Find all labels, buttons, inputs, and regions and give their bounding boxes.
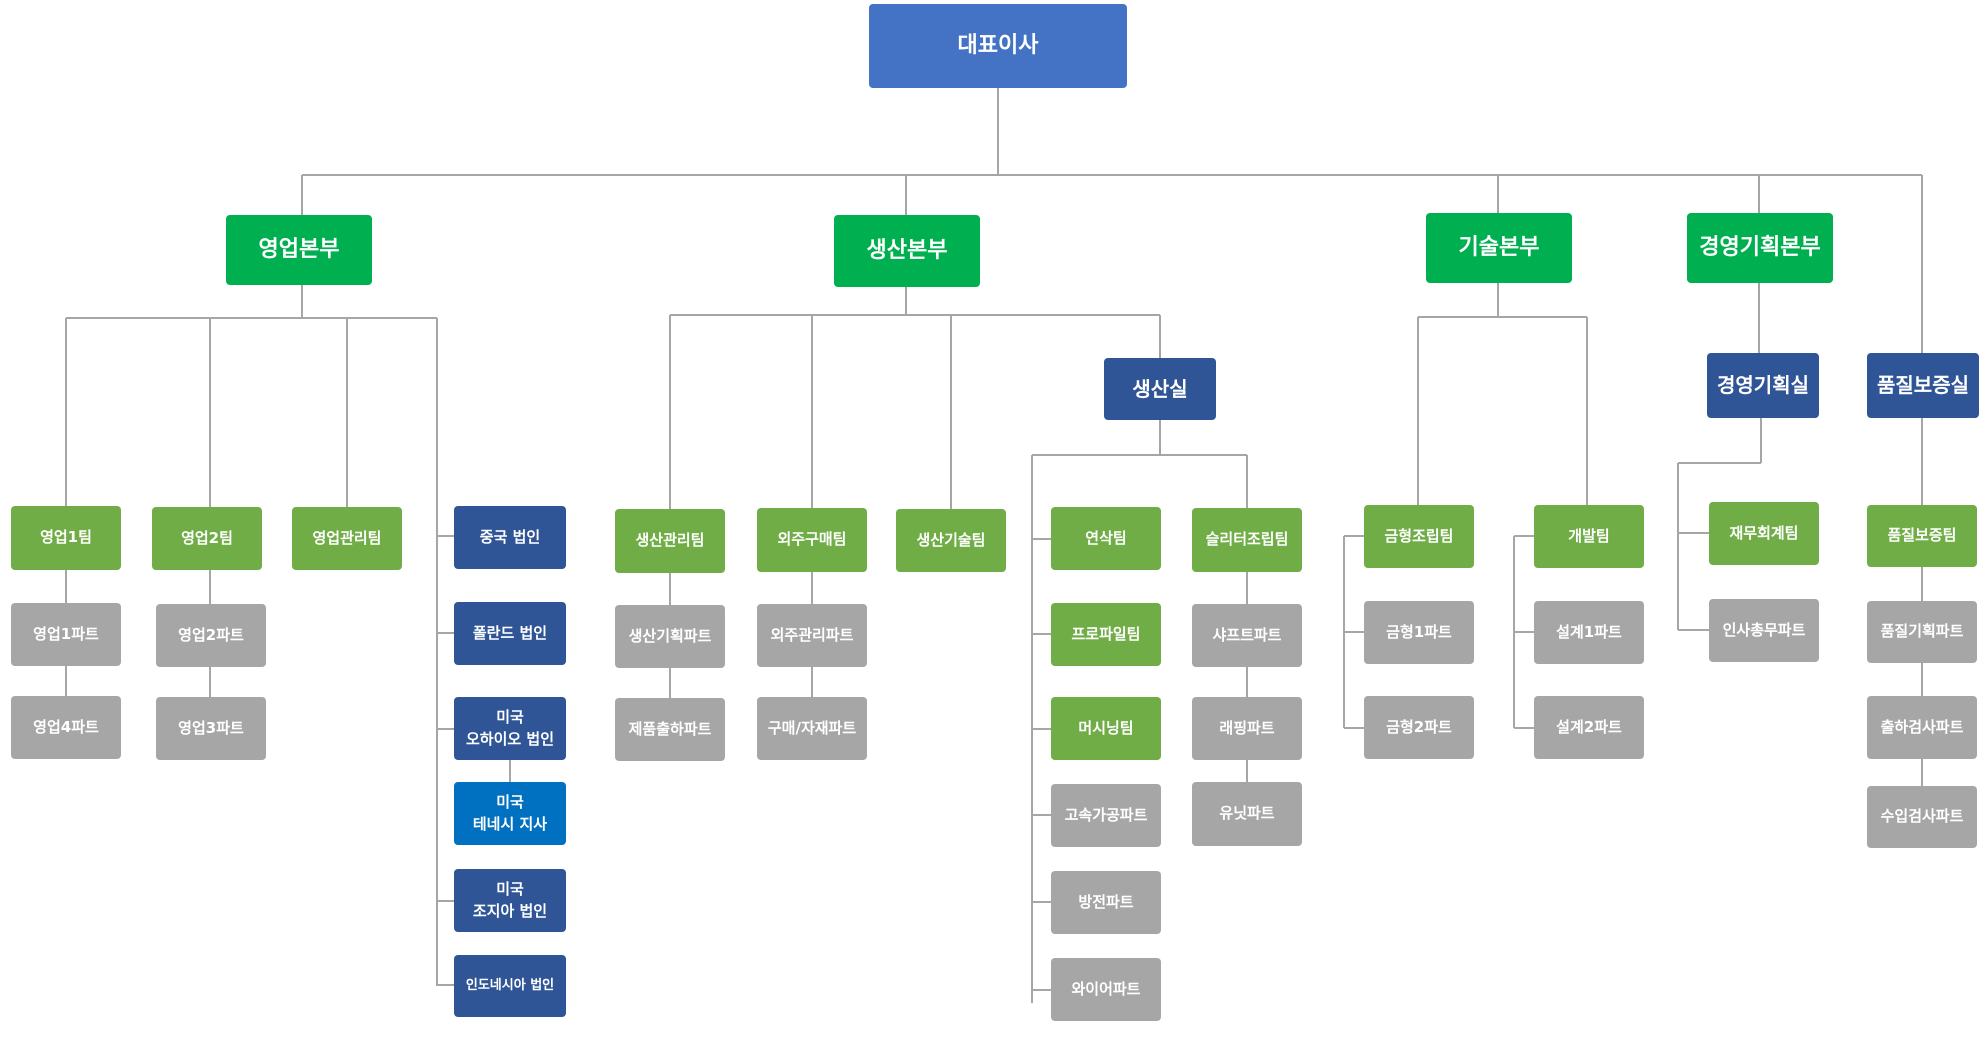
quality-planning-part-box: 품질기획파트 <box>1867 601 1977 663</box>
management-hq-box: 경영기획본부 <box>1687 213 1833 283</box>
georgia-corp-box: 미국 조지아 법인 <box>454 869 566 932</box>
mold-2-part-box: 금형2파트 <box>1364 696 1474 759</box>
tennessee-branch-box: 미국 테네시 지사 <box>454 782 566 845</box>
assembly-team-box: 슬리터조립팀 <box>1192 508 1302 572</box>
shaft-part-box: 샤프트파트 <box>1192 604 1302 667</box>
purchasing-part-box: 구매/자재파트 <box>757 697 867 760</box>
sales-team-2-box: 영업2팀 <box>152 507 262 570</box>
profiling-team-box: 프로파일팀 <box>1051 603 1161 666</box>
highspeed-part-box: 고속가공파트 <box>1051 784 1161 847</box>
sales-part-2-box: 영업2파트 <box>156 604 266 667</box>
product-shipping-part-box: 제품출하파트 <box>615 698 725 761</box>
hr-part-box: 인사총무파트 <box>1709 599 1819 662</box>
mold-1-part-box: 금형1파트 <box>1364 601 1474 664</box>
lapping-part-box: 래핑파트 <box>1192 697 1302 760</box>
tech-hq-box: 기술본부 <box>1426 213 1572 283</box>
wire-part-box: 와이어파트 <box>1051 958 1161 1021</box>
sales-part-4-box: 영업4파트 <box>11 696 121 759</box>
mold-assembly-team-box: 금형조립팀 <box>1364 505 1474 568</box>
production-office-box: 생산실 <box>1104 358 1216 420</box>
sales-part-1-box: 영업1파트 <box>11 603 121 666</box>
production-hq-box: 생산본부 <box>834 215 980 287</box>
outsourcing-team-box: 외주구매팀 <box>757 508 867 572</box>
finance-team-box: 재무회계팀 <box>1709 502 1819 565</box>
ohio-corp-box: 미국 오하이오 법인 <box>454 697 566 760</box>
edm-part-box: 방전파트 <box>1051 871 1161 934</box>
sales-team-1-box: 영업1팀 <box>11 506 121 570</box>
sales-hq-box: 영업본부 <box>226 215 372 285</box>
ceo-box: 대표이사 <box>869 4 1127 88</box>
management-office-box: 경영기획실 <box>1707 353 1819 418</box>
outsourcing-mgmt-part-box: 외주관리파트 <box>757 604 867 667</box>
sales-part-3-box: 영업3파트 <box>156 697 266 760</box>
china-corp-box: 중국 법인 <box>454 506 566 569</box>
design-1-part-box: 설계1파트 <box>1534 601 1644 664</box>
production-planning-part-box: 생산기획파트 <box>615 605 725 668</box>
rolling-team-box: 연삭팀 <box>1051 507 1161 570</box>
sales-mgmt-team-box: 영업관리팀 <box>292 507 402 570</box>
poland-corp-box: 폴란드 법인 <box>454 602 566 665</box>
unit-part-box: 유닛파트 <box>1192 782 1302 846</box>
indonesia-corp-box: 인도네시아 법인 <box>454 955 566 1017</box>
design-2-part-box: 설계2파트 <box>1534 696 1644 759</box>
machining-team-box: 머시닝팀 <box>1051 697 1161 760</box>
quality-office-box: 품질보증실 <box>1867 353 1979 418</box>
dev-team-box: 개발팀 <box>1534 505 1644 568</box>
incoming-inspection-part-box: 수입검사파트 <box>1867 786 1977 848</box>
production-tech-team-box: 생산기술팀 <box>896 509 1006 572</box>
quality-team-box: 품질보증팀 <box>1867 505 1977 567</box>
production-mgmt-team-box: 생산관리팀 <box>615 509 725 573</box>
shipping-inspection-part-box: 출하검사파트 <box>1867 696 1977 759</box>
